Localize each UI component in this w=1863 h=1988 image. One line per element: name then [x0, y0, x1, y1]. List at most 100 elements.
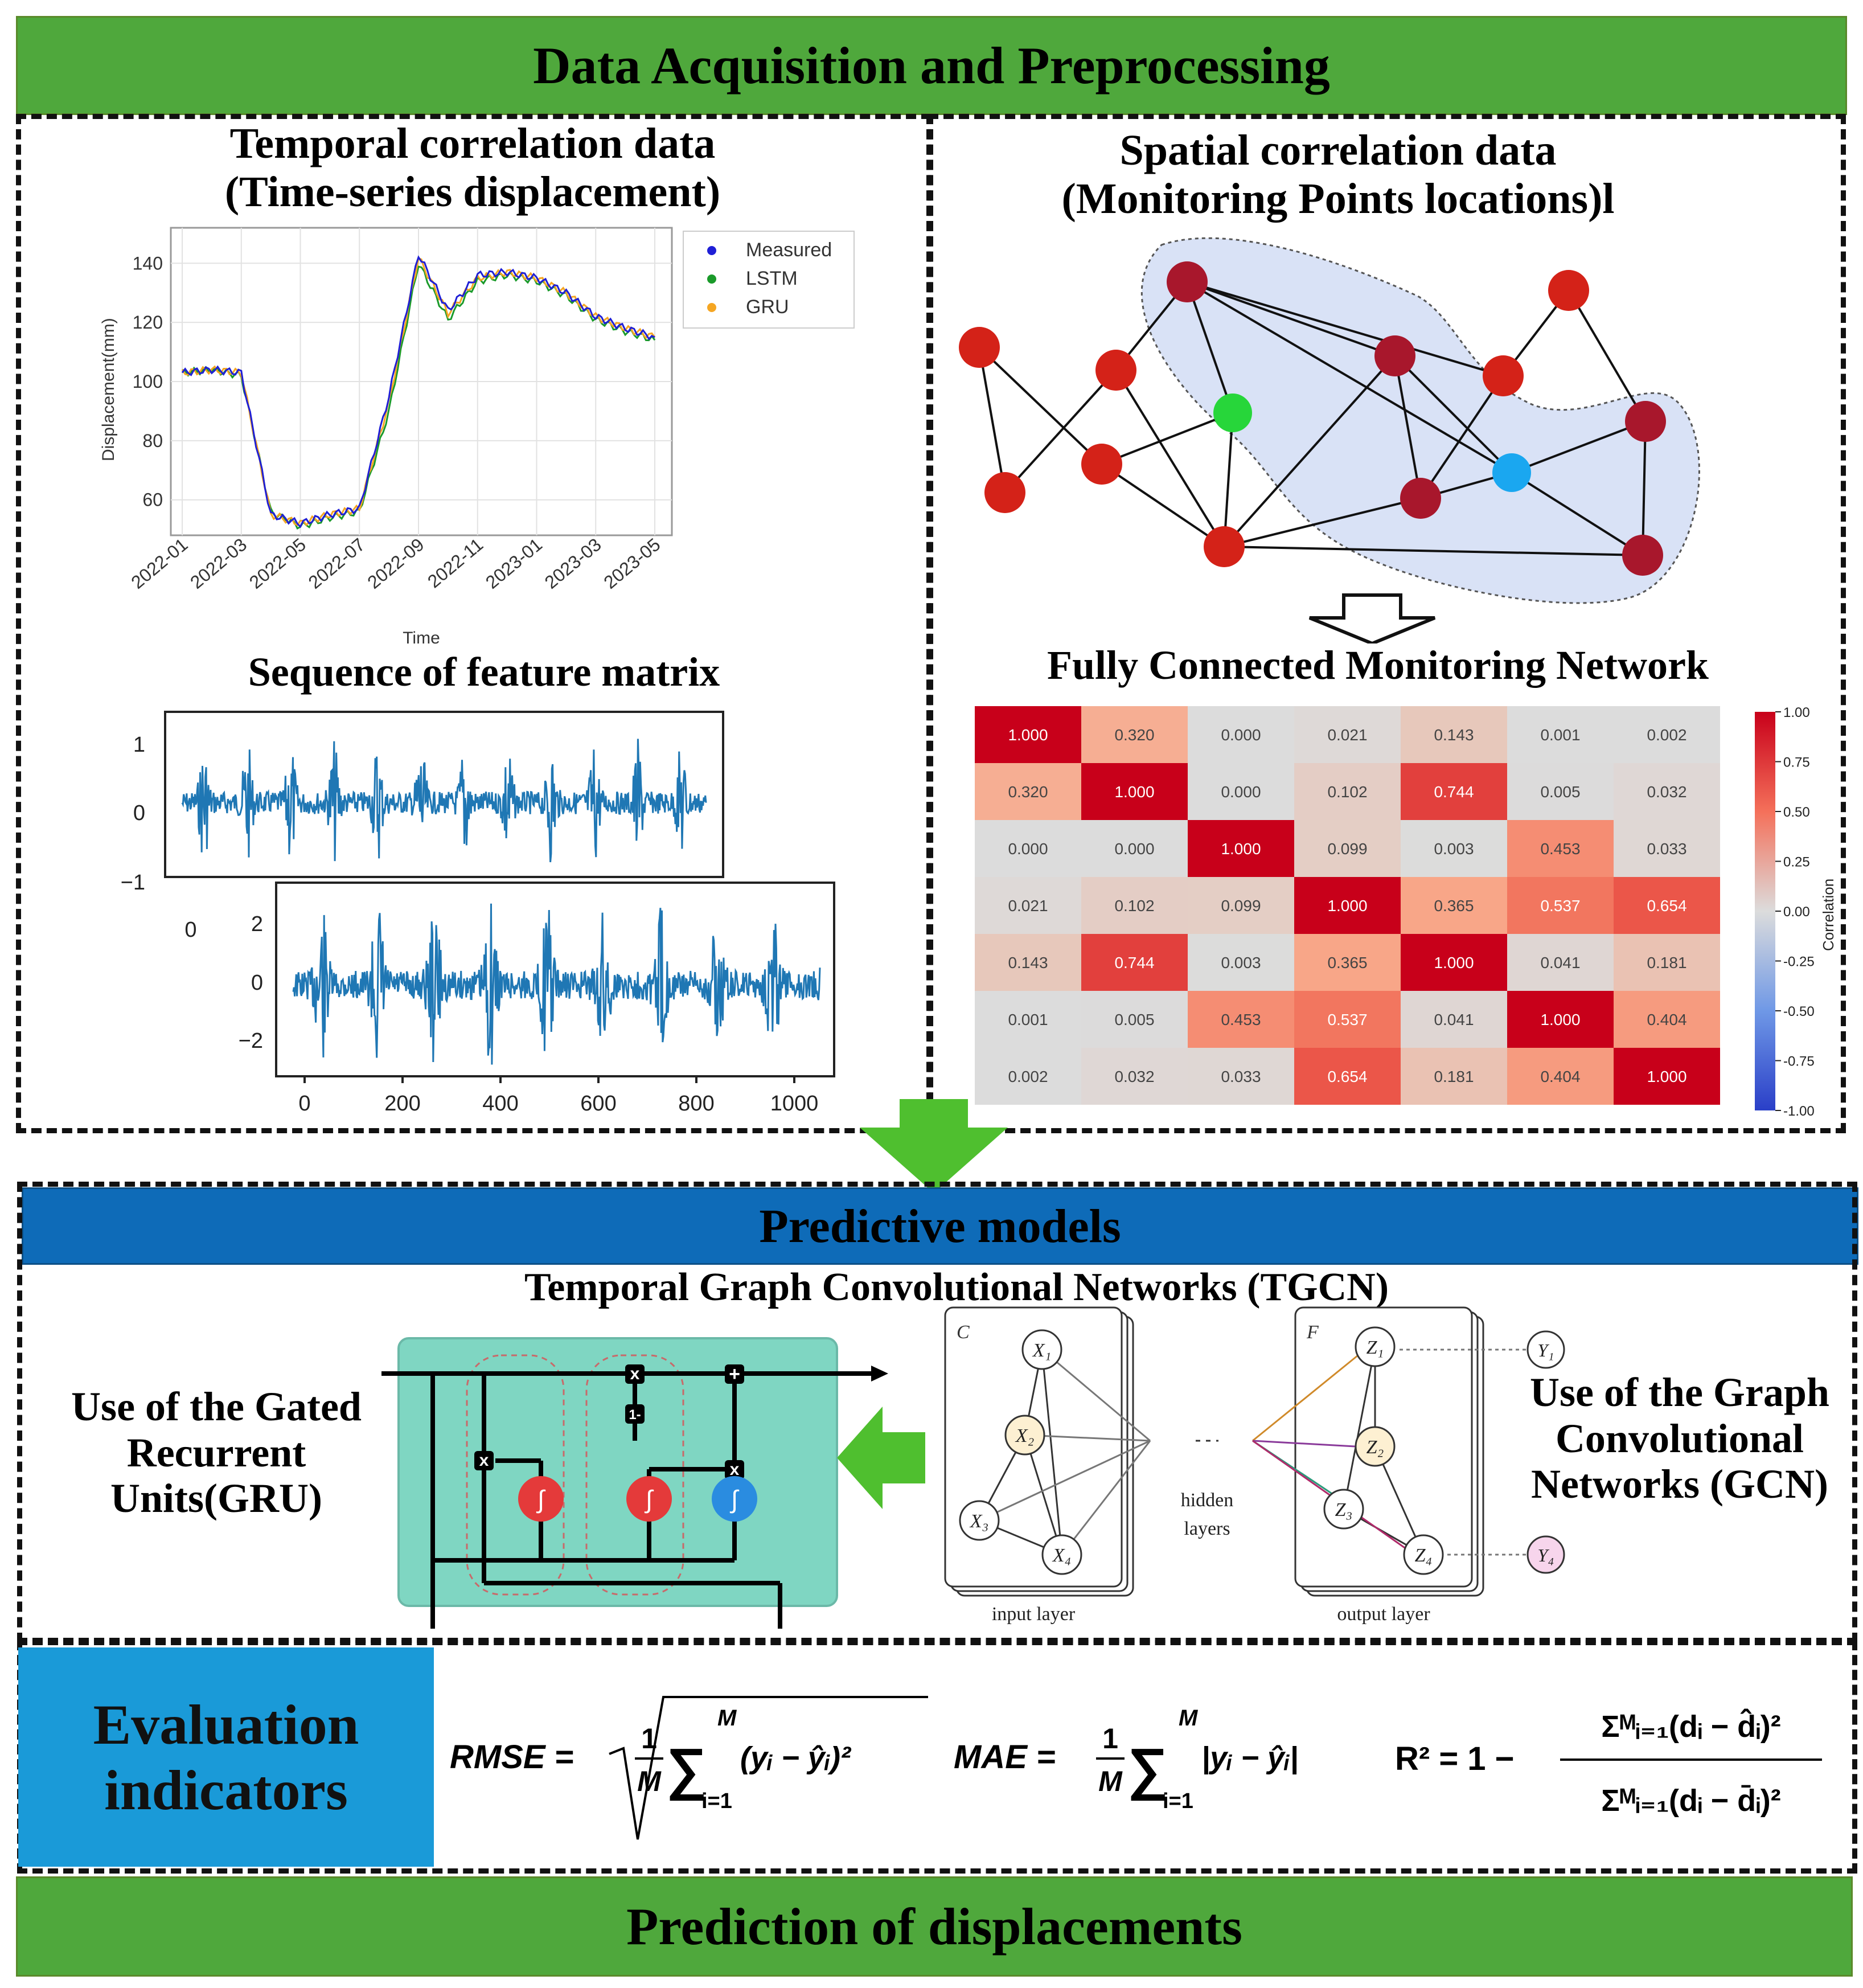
- heatmap-cell: [1614, 820, 1720, 877]
- output-layer-label: output layer: [1337, 1604, 1430, 1625]
- svg-text:∫: ∫: [644, 1486, 654, 1514]
- heatmap-value: 0.537: [1540, 897, 1580, 915]
- spatial-panel: [928, 114, 1846, 1133]
- heatmap-value: 1.000: [1647, 1068, 1686, 1085]
- node-top-right: [1548, 270, 1589, 311]
- heatmap-value: 0.099: [1221, 897, 1261, 915]
- node-z1: [1355, 1326, 1396, 1367]
- gcn-description: Use of the Graph Convolutional Networks …: [1503, 1370, 1856, 1507]
- network-nodes: [959, 261, 1666, 576]
- heatmap-value: 0.005: [1114, 1011, 1154, 1028]
- heatmap-cell: [1081, 763, 1188, 820]
- gru-one-minus: 1-: [625, 1404, 645, 1424]
- heatmap-value: 0.032: [1114, 1068, 1154, 1085]
- heatmap-cell: [1081, 934, 1188, 991]
- label-z2: Z₂: [1367, 1437, 1384, 1458]
- temporal-title-line1: Temporal correlation data: [229, 120, 716, 167]
- gcn-text-line1: Use of the Graph: [1530, 1370, 1829, 1415]
- heatmap-value: 0.320: [1008, 783, 1048, 801]
- gru-cell-box: [397, 1337, 838, 1607]
- colorbar-tick-label: 0.50: [1783, 805, 1810, 820]
- node-upper-mid: [1095, 350, 1136, 391]
- tanh-gate: ∫: [712, 1476, 757, 1522]
- colorbar-tick-label: -0.50: [1783, 1004, 1815, 1019]
- heatmap-cell: [1081, 877, 1188, 934]
- fp2-xtick: 0: [298, 1092, 310, 1116]
- heatmap-value: 0.001: [1008, 1011, 1048, 1028]
- heatmap-cell: [1401, 934, 1507, 991]
- legend-lstm: LSTM: [746, 268, 798, 289]
- heatmap-value: 0.000: [1221, 726, 1261, 744]
- heatmap-value: 0.102: [1114, 897, 1154, 915]
- svg-text:x: x: [479, 1451, 489, 1470]
- y-tick-label: 80: [142, 431, 163, 451]
- rmse-lhs: RMSE =: [450, 1739, 574, 1776]
- svg-text:∫: ∫: [536, 1486, 546, 1514]
- heatmap-value: 0.654: [1647, 897, 1686, 915]
- fp1-xtick-0: 0: [184, 918, 196, 942]
- heatmap-value: 0.001: [1540, 726, 1580, 744]
- y-tick-label: 60: [142, 490, 163, 510]
- heatmap-value: 0.654: [1327, 1068, 1367, 1085]
- x-tick-label: 2022-03: [186, 534, 251, 593]
- heatmap-value: 0.000: [1221, 783, 1261, 801]
- mae-body: |yᵢ − ŷᵢ|: [1201, 1741, 1298, 1775]
- gru-add-gate: +: [725, 1363, 744, 1385]
- heatmap-value: 0.320: [1114, 726, 1154, 744]
- heatmap-cell: [1507, 763, 1614, 820]
- tgcn-title: Temporal Graph Convolutional Networks (T…: [524, 1265, 1389, 1309]
- mae-sum-bottom: i=1: [1163, 1789, 1193, 1813]
- legend-marker-lstm: [707, 274, 716, 284]
- node-blue: [1492, 453, 1531, 492]
- heatmap-cell: [975, 706, 1081, 763]
- temporal-title-line2: (Time-series displacement): [224, 168, 721, 216]
- footer-band: Prediction of displacements: [16, 1876, 1853, 1977]
- spatial-title: Spatial correlation data (Monitoring Poi…: [1013, 126, 1663, 223]
- spatial-title-line1: Spatial correlation data: [1119, 126, 1557, 174]
- heatmap-value: 0.041: [1540, 954, 1580, 972]
- heatmap-value: 0.365: [1327, 954, 1367, 972]
- node-green: [1213, 393, 1252, 432]
- heatmap-cell: [1507, 706, 1614, 763]
- colorbar-tick-label: -1.00: [1783, 1104, 1815, 1119]
- heatmap-value: 0.033: [1221, 1068, 1261, 1085]
- node-far-right: [1625, 401, 1666, 442]
- heatmap-cell: [1294, 820, 1401, 877]
- heatmap-value: 1.000: [1327, 897, 1367, 915]
- sequence-title: Sequence of feature matrix: [248, 649, 720, 695]
- feature-panel-2-axis: 2 0 −2: [239, 912, 263, 1053]
- rmse-sigma-icon: ∑: [666, 1737, 707, 1801]
- heatmap-cell: [1081, 991, 1188, 1048]
- colorbar-tick-label: 0.25: [1783, 855, 1810, 870]
- node-mid-left: [1081, 444, 1122, 485]
- section-down-arrow-icon: [860, 1099, 1008, 1193]
- gcn-text-line3: Networks (GCN): [1531, 1461, 1828, 1507]
- evaluation-title-line2: indicators: [104, 1758, 348, 1822]
- fp2-xtick: 600: [580, 1092, 616, 1116]
- node-x4: [1041, 1534, 1082, 1575]
- heatmap-value: 0.041: [1434, 1011, 1474, 1028]
- heatmap-cell: [975, 1048, 1081, 1105]
- gru-text-line3: Units(GRU): [110, 1475, 322, 1522]
- y-tick-label: 100: [133, 371, 163, 392]
- rmse-body: (yᵢ − ŷᵢ)²: [740, 1741, 852, 1775]
- heatmap-value: 0.005: [1540, 783, 1580, 801]
- hidden-layers-line2: layers: [1184, 1518, 1230, 1539]
- mae-frac-den: M: [1098, 1765, 1123, 1797]
- svg-text:1-: 1-: [629, 1407, 641, 1423]
- evaluation-formulas: RMSE = 1 M ∑ M i=1 (yᵢ − ŷᵢ)² MAE = 1 M …: [450, 1696, 1822, 1840]
- heatmap-value: 1.000: [1540, 1011, 1580, 1028]
- input-layer-label: input layer: [992, 1604, 1076, 1625]
- x-tick-label: 2022-01: [127, 534, 191, 593]
- node-top-center: [1167, 261, 1208, 302]
- node-x2: [1004, 1415, 1045, 1456]
- monitoring-network-graph: [959, 237, 1700, 643]
- network-title: Fully Connected Monitoring Network: [1047, 642, 1709, 688]
- node-center-dark: [1374, 335, 1415, 376]
- displacement-ylabel: Displacement(mm): [99, 318, 118, 461]
- label-x4: X₄: [1052, 1545, 1072, 1566]
- heatmap-cell: [1188, 706, 1294, 763]
